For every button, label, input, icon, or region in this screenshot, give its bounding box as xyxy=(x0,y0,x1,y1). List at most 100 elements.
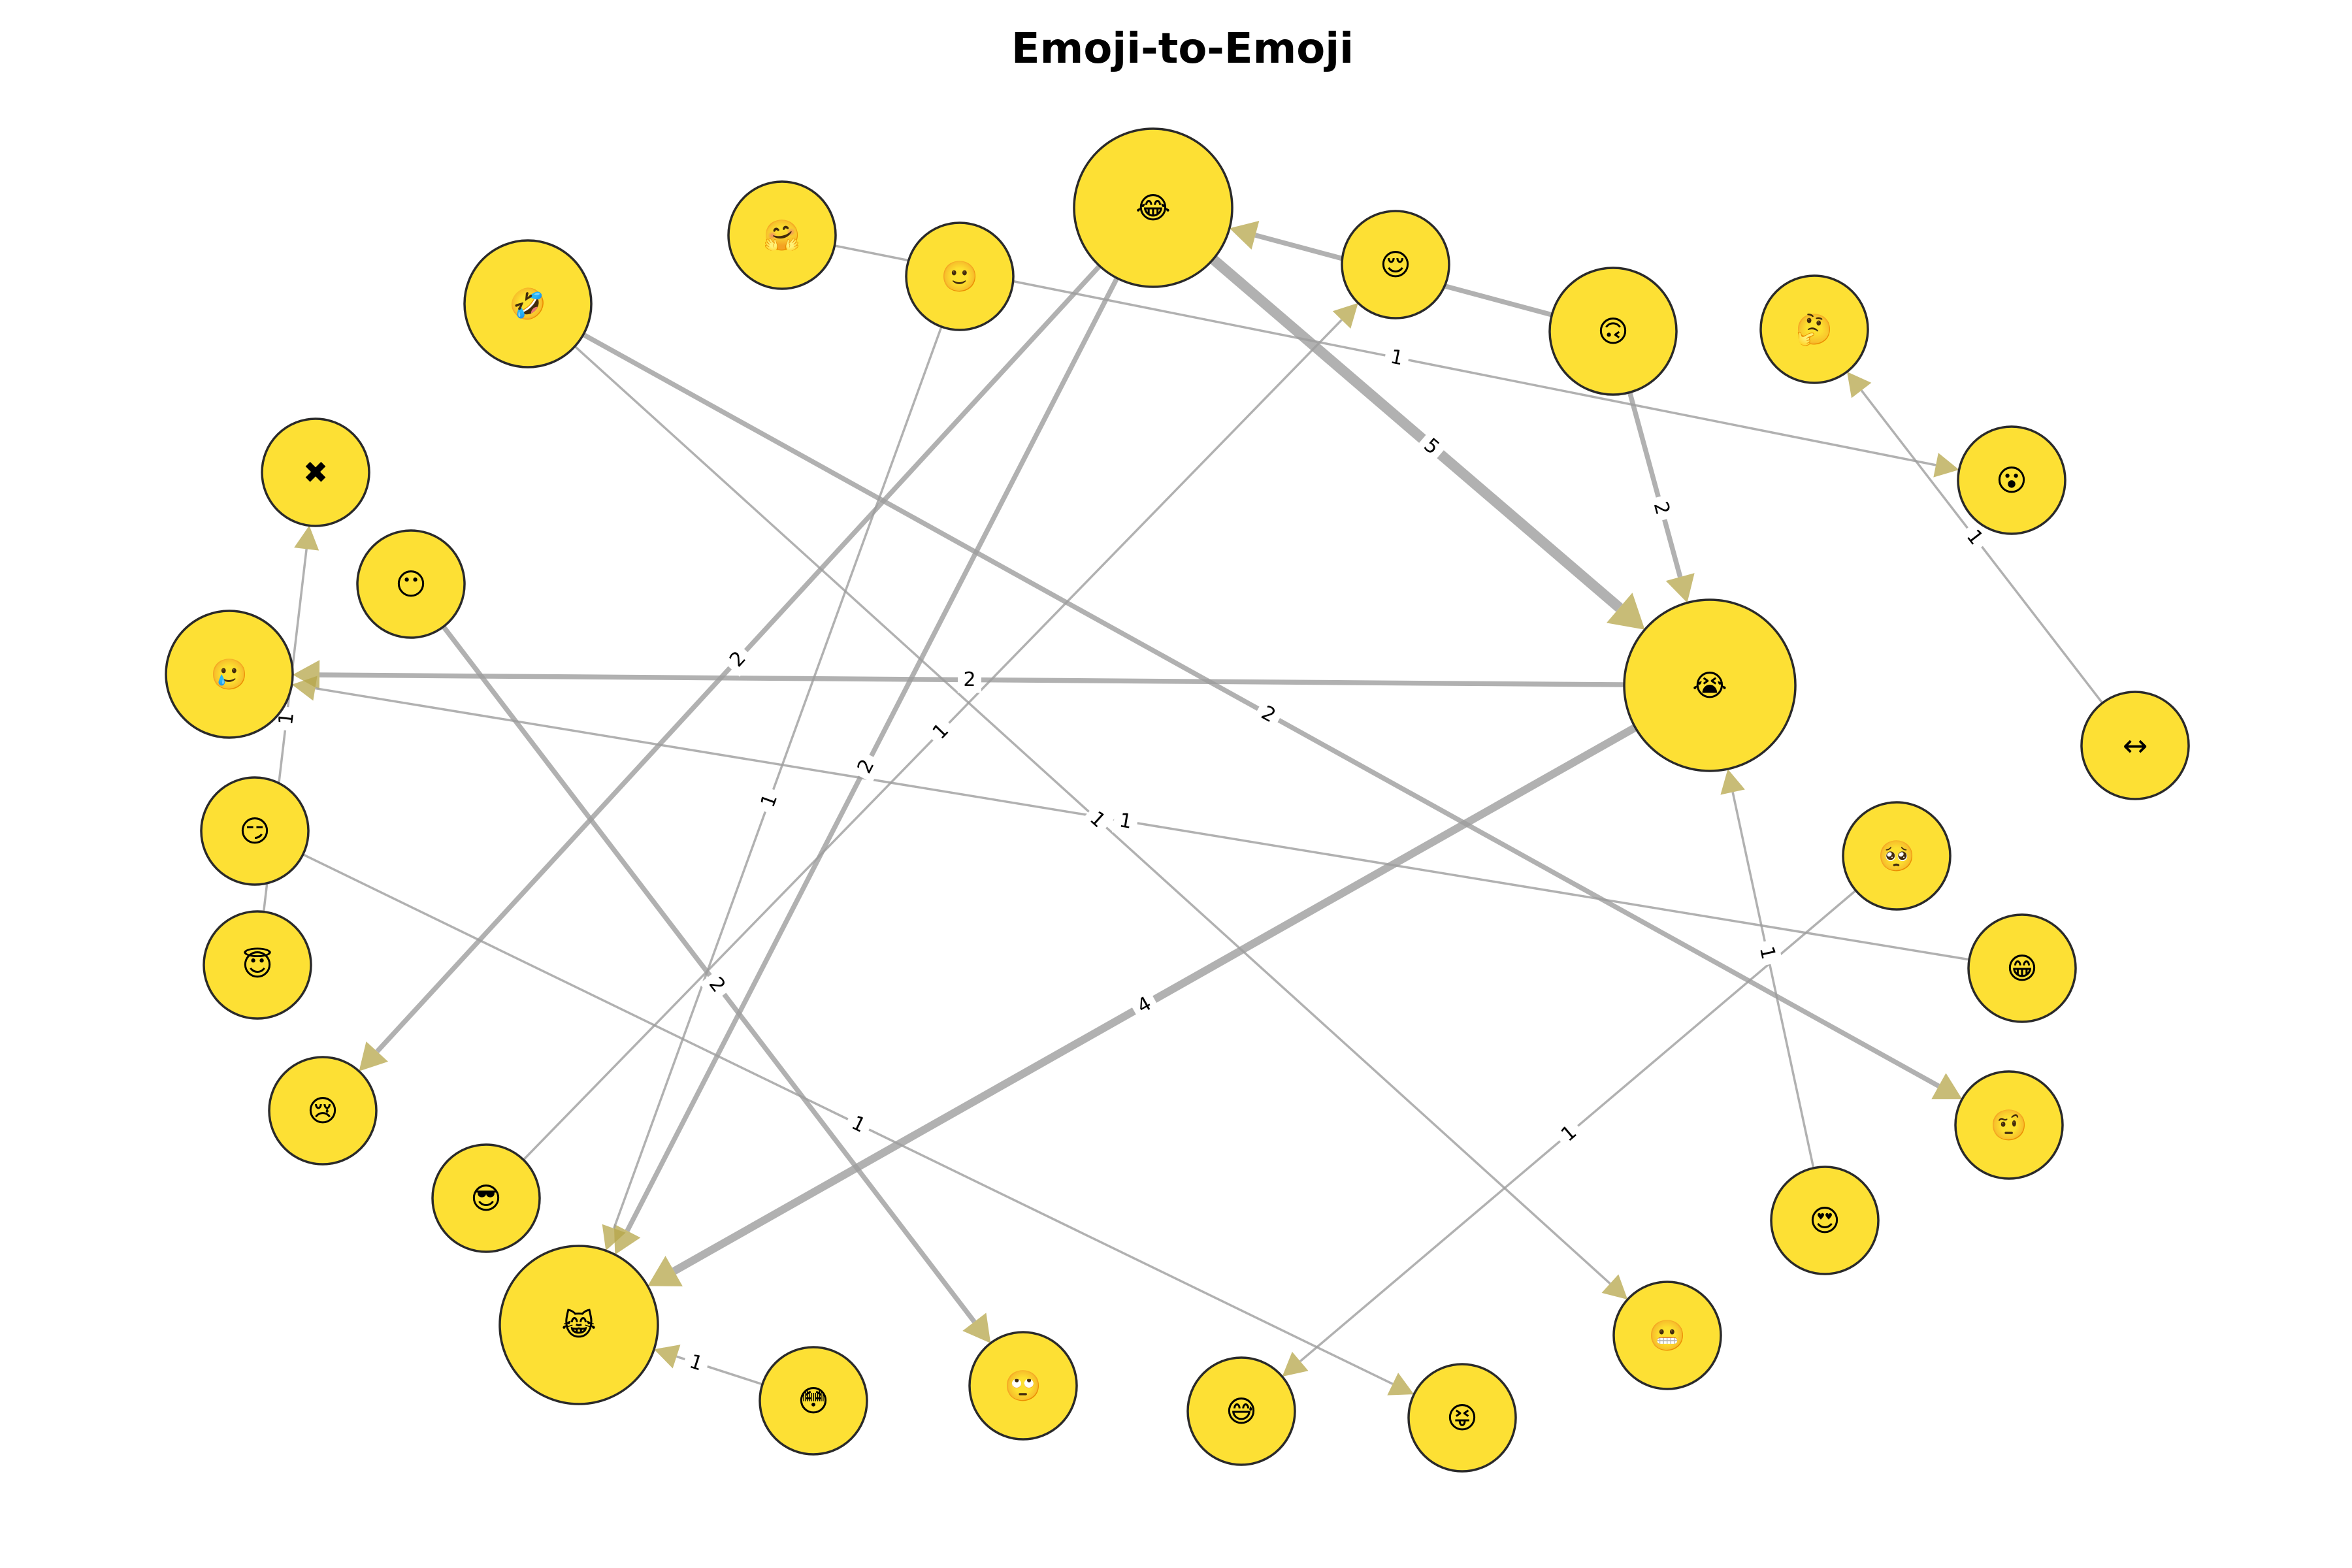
node-n_right_mid[interactable]: 🥺 xyxy=(1842,801,1952,911)
node-circle[interactable] xyxy=(1623,598,1797,772)
node-emoji-label: 😅 xyxy=(1226,1394,1257,1429)
node-circle[interactable] xyxy=(268,1056,378,1166)
node-n_bottom3[interactable]: 😅 xyxy=(1186,1356,1296,1466)
node-n_cross[interactable]: ✖ xyxy=(261,417,370,527)
node-n_left_small[interactable]: 😶 xyxy=(356,529,466,639)
node-circle[interactable] xyxy=(1407,1363,1517,1473)
node-circle[interactable] xyxy=(165,610,294,739)
graph-title: Emoji-to-Emoji xyxy=(1011,25,1354,73)
edge-label-n_right_mid-to-n_bottom3: 1 xyxy=(1551,1116,1587,1151)
edge-label-n_bottom1-to-n_cat: 1 xyxy=(681,1347,711,1379)
node-circle[interactable] xyxy=(1957,425,2066,535)
edge-label-n_heart_eyes-to-n_loudly: 1 xyxy=(1752,938,1783,968)
node-n_loudly[interactable]: 😭 xyxy=(1623,598,1797,772)
node-circle[interactable] xyxy=(1967,913,2077,1023)
node-n_tongue[interactable]: 😝 xyxy=(1407,1363,1517,1473)
node-circle[interactable] xyxy=(1073,127,1233,288)
edge-n_arrow-to-n_top3 xyxy=(1860,389,2104,704)
node-emoji-label: 🙂 xyxy=(941,259,978,294)
node-n_bottom2[interactable]: 🙄 xyxy=(968,1331,1078,1441)
node-emoji-label: 🥲 xyxy=(210,657,248,692)
arrowhead-n_top_right-to-n_grin_sweat xyxy=(1229,221,1260,250)
node-n_bottom_right[interactable]: 😬 xyxy=(1612,1281,1722,1390)
node-n_bottom1[interactable]: 😳 xyxy=(759,1346,868,1456)
node-emoji-label: 😌 xyxy=(1380,247,1411,282)
node-n_top_left[interactable]: 🤣 xyxy=(463,239,593,368)
node-circle[interactable] xyxy=(356,529,466,639)
edge-weight-label: 1 xyxy=(274,711,299,726)
node-n_wow[interactable]: 😮 xyxy=(1957,425,2066,535)
edge-label-n_grin_sweat-to-n_cat: 2 xyxy=(849,749,883,783)
node-n_top_right[interactable]: 🙃 xyxy=(1548,267,1678,396)
node-circle[interactable] xyxy=(2080,691,2190,800)
node-n_smirk[interactable]: 😏 xyxy=(200,776,310,886)
node-n_relieved[interactable]: 😌 xyxy=(1341,210,1450,319)
node-emoji-label: ↔ xyxy=(2123,728,2148,763)
arrowhead-n_smirk-to-n_tongue xyxy=(1387,1373,1414,1396)
node-n_right_low[interactable]: 🤨 xyxy=(1954,1070,2064,1180)
node-circle[interactable] xyxy=(431,1143,541,1253)
node-circle[interactable] xyxy=(463,239,593,368)
node-emoji-label: 🤗 xyxy=(763,218,800,253)
node-circle[interactable] xyxy=(498,1245,659,1405)
arrowhead-n_grin-to-n_left_big xyxy=(291,676,318,701)
node-n_grin_sweat[interactable]: 😂 xyxy=(1073,127,1233,288)
arrowhead-n_left_small-to-n_bottom2 xyxy=(962,1313,991,1343)
edge-label-n_top_right-to-n_loudly: 2 xyxy=(1645,493,1678,523)
edge-n_grin_sweat-to-n_cat xyxy=(625,276,1120,1232)
node-n_top3[interactable]: 🤔 xyxy=(1759,274,1869,384)
edge-label-n_grin_sweat-to-n_sad: 2 xyxy=(720,642,756,677)
node-n_top1[interactable]: 🤗 xyxy=(727,180,837,290)
edge-n_right_mid-to-n_bottom3 xyxy=(1299,889,1857,1362)
node-emoji-label: 🤨 xyxy=(1990,1107,2027,1143)
node-emoji-label: 🙄 xyxy=(1004,1368,1041,1403)
node-circle[interactable] xyxy=(1842,801,1952,911)
node-emoji-label: 😇 xyxy=(242,947,273,983)
node-n_top2[interactable]: 🙂 xyxy=(905,221,1015,331)
node-circle[interactable] xyxy=(1548,267,1678,396)
arrowhead-n_left_low-to-n_cross xyxy=(294,525,319,551)
node-n_cat[interactable]: 😹 xyxy=(498,1245,659,1405)
node-circle[interactable] xyxy=(759,1346,868,1456)
edge-label-n_top1-to-n_wow: 1 xyxy=(1382,342,1411,373)
arrowhead-n_arrow-to-n_top3 xyxy=(1847,371,1872,399)
node-emoji-label: 😂 xyxy=(1135,190,1171,225)
edge-label-n_top_left-to-n_bottom_right: 1 xyxy=(1080,802,1115,838)
edge-n_top2-to-n_cat xyxy=(613,326,943,1229)
node-circle[interactable] xyxy=(1770,1166,1880,1275)
node-emoji-label: 😹 xyxy=(561,1307,596,1343)
node-circle[interactable] xyxy=(1341,210,1450,319)
node-emoji-label: ✖ xyxy=(303,455,329,490)
node-emoji-label: 😝 xyxy=(1446,1400,1478,1435)
node-emoji-label: 😳 xyxy=(798,1383,829,1418)
node-emoji-label: 😎 xyxy=(470,1181,502,1216)
arrowhead-n_right_mid-to-n_bottom3 xyxy=(1282,1351,1309,1377)
node-circle[interactable] xyxy=(968,1331,1078,1441)
edge-weight-label: 2 xyxy=(963,668,975,691)
node-circle[interactable] xyxy=(1612,1281,1722,1390)
node-n_sad[interactable]: 😢 xyxy=(268,1056,378,1166)
node-n_heart_eyes[interactable]: 😍 xyxy=(1770,1166,1880,1275)
arrowhead-n_loudly-to-n_cat xyxy=(647,1256,683,1286)
edge-n_loudly-to-n_cat xyxy=(672,724,1637,1275)
node-circle[interactable] xyxy=(200,776,310,886)
node-n_cool[interactable]: 😎 xyxy=(431,1143,541,1253)
node-circle[interactable] xyxy=(1954,1070,2064,1180)
node-emoji-label: 🥺 xyxy=(1878,838,1915,874)
edge-label-n_grin-to-n_left_big: 1 xyxy=(1112,806,1139,836)
node-circle[interactable] xyxy=(1186,1356,1296,1466)
node-n_arrow[interactable]: ↔ xyxy=(2080,691,2190,800)
node-circle[interactable] xyxy=(261,417,370,527)
arrowhead-n_top2-to-n_cat xyxy=(602,1224,626,1251)
node-n_left_big[interactable]: 🥲 xyxy=(165,610,294,739)
node-circle[interactable] xyxy=(203,910,312,1020)
node-n_grin[interactable]: 😁 xyxy=(1967,913,2077,1023)
node-n_left_low[interactable]: 😇 xyxy=(203,910,312,1020)
node-circle[interactable] xyxy=(1759,274,1869,384)
node-circle[interactable] xyxy=(905,221,1015,331)
node-circle[interactable] xyxy=(727,180,837,290)
edge-n_left_small-to-n_bottom2 xyxy=(441,625,977,1324)
edge-label-n_loudly-to-n_cat: 4 xyxy=(1127,988,1162,1022)
edge-n_heart_eyes-to-n_loudly xyxy=(1731,792,1815,1169)
edge-label-n_top2-to-n_cat: 1 xyxy=(753,785,786,817)
